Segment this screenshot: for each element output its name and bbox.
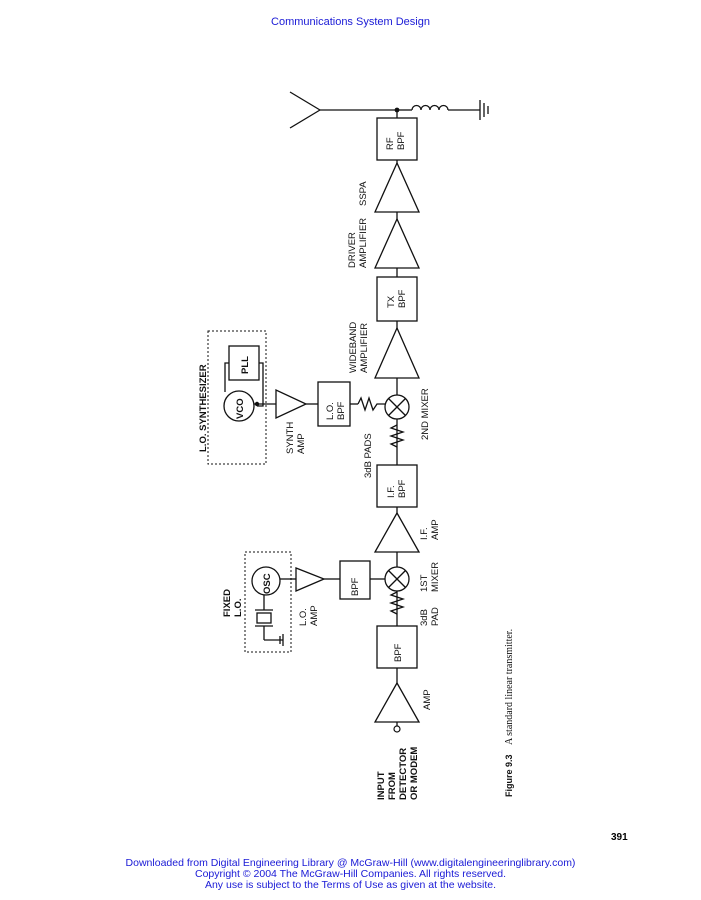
wideband-amp-triangle [374, 326, 420, 379]
input-label: OR MODEM [409, 747, 420, 800]
figure-number: Figure 9.3 [504, 754, 514, 797]
rf-bpf-label: RF [385, 137, 396, 150]
antenna-icon [289, 91, 397, 129]
mixer1-label: MIXER [430, 562, 441, 592]
amp-label: AMP [422, 689, 433, 710]
input-label: FROM [387, 772, 398, 800]
bpf1-box [376, 625, 418, 669]
footer-terms: Any use is subject to the Terms of Use a… [204, 879, 497, 891]
lo-bpf-label: L.O. [325, 402, 336, 420]
lo-bpf-box [317, 381, 351, 427]
wideband-amp-label: WIDEBAND [348, 322, 359, 373]
sspa-label: SSPA [358, 181, 369, 206]
pads-zigzag [388, 424, 406, 448]
sspa-triangle [373, 161, 421, 213]
page-number: 391 [611, 832, 628, 843]
input-label: DETECTOR [398, 748, 409, 800]
lo-amp-triangle [295, 567, 326, 592]
osc-label: OSC [262, 573, 273, 594]
pad1-zigzag [388, 591, 406, 615]
lo-bpf-label: BPF [336, 401, 347, 420]
synth-amp-label: SYNTH [285, 422, 296, 454]
mixer1-symbol [384, 566, 410, 592]
wideband-amp-label: AMPLIFIER [359, 323, 370, 373]
running-header: Communications System Design [271, 16, 430, 28]
lo-pad-zigzag [357, 395, 385, 413]
footer: Downloaded from Digital Engineering Libr… [0, 858, 701, 891]
fixed-lo-dashed-box [244, 551, 292, 653]
pll-label: PLL [240, 356, 251, 374]
tx-bpf-label: BPF [397, 289, 408, 308]
input-label: INPUT [376, 771, 387, 800]
vco-label: VCO [235, 398, 246, 419]
synth-amp-label: AMP [296, 433, 307, 454]
bpf2-label: BPF [350, 577, 361, 596]
footer-download-link[interactable]: Downloaded from Digital Engineering Libr… [125, 857, 576, 869]
if-amp-label: AMP [430, 519, 441, 540]
inductor-icon [397, 104, 480, 111]
mixer2-label: 2ND MIXER [420, 388, 431, 440]
input-terminal [393, 725, 401, 733]
bpf1-label: BPF [393, 643, 404, 662]
if-bpf-label: BPF [397, 479, 408, 498]
vco-circle [223, 390, 255, 422]
pll-loop [257, 362, 264, 407]
driver-amp-label: AMPLIFIER [358, 218, 369, 268]
pll-feedback [224, 362, 229, 392]
figure-caption: A standard linear transmitter. [504, 629, 515, 745]
footer-copyright: Copyright © 2004 The McGraw-Hill Compani… [195, 868, 506, 880]
fixed-lo-label: L.O. [233, 599, 244, 617]
tx-bpf-label: TX [386, 295, 397, 308]
lo-amp-label: L.O. [298, 608, 309, 626]
pad1-label: PAD [430, 607, 441, 626]
lo-amp-label: AMP [309, 605, 320, 626]
pad1-label: 3dB [419, 609, 430, 626]
lo-synth-dashed-box [207, 330, 267, 465]
if-bpf-box [376, 464, 418, 508]
ground-icon [479, 100, 489, 120]
mixer2-symbol [384, 394, 410, 420]
if-amp-label: I.F. [419, 527, 430, 540]
driver-amp-triangle [373, 217, 421, 269]
driver-amp-label: DRIVER [347, 232, 358, 268]
amp-triangle [373, 681, 421, 723]
rf-bpf-label: BPF [396, 131, 407, 150]
crystal-icon [255, 595, 284, 646]
pads-label: 3dB PADS [363, 433, 374, 478]
bpf2-box [339, 560, 371, 600]
mixer1-label: 1ST [419, 574, 430, 592]
tx-bpf-box [376, 276, 418, 322]
fixed-lo-label: FIXED [222, 589, 233, 617]
osc-circle [251, 566, 281, 596]
lo-synthesizer-label: L.O. SYNTHESIZER [198, 364, 209, 452]
synth-amp-triangle [275, 388, 308, 420]
rf-bpf-box [376, 117, 418, 161]
if-amp-triangle [373, 511, 421, 553]
if-bpf-label: I.F. [386, 485, 397, 498]
